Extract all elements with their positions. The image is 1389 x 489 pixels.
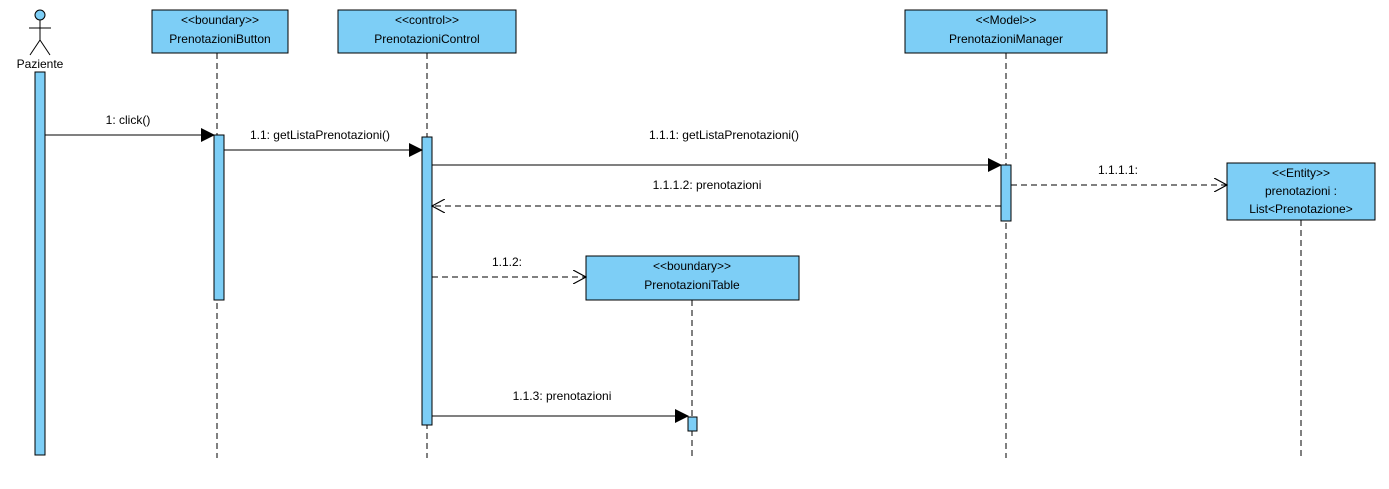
activation-table — [687, 416, 698, 432]
activation-button — [213, 134, 225, 301]
message-1: 1: click() — [45, 113, 215, 142]
participant-manager[interactable]: <<Model>> PrenotazioniManager — [904, 9, 1108, 54]
stick-figure-icon — [29, 9, 51, 56]
message-1-1-1-1: 1.1.1.1: — [1011, 163, 1227, 185]
message-1-1-3: 1.1.3: prenotazioni — [432, 389, 689, 423]
activation-control — [421, 136, 433, 426]
participant-name: PrenotazioniButton — [169, 32, 270, 46]
message-1-1-1-2: 1.1.1.2: prenotazioni — [432, 178, 1001, 206]
participant-name: prenotazioni : — [1265, 184, 1337, 198]
actor-paziente[interactable]: Paziente — [17, 9, 64, 71]
participant-name: PrenotazioniTable — [644, 278, 740, 292]
participant-stereotype: <<Entity>> — [1272, 166, 1330, 180]
participant-table[interactable]: <<boundary>> PrenotazioniTable — [585, 255, 800, 301]
message-1-1-2: 1.1.2: — [432, 255, 586, 277]
message-label: 1.1.3: prenotazioni — [513, 389, 612, 403]
message-label: 1: click() — [106, 113, 151, 127]
participant-stereotype: <<control>> — [395, 13, 459, 27]
participant-stereotype: <<Model>> — [976, 13, 1037, 27]
participant-button[interactable]: <<boundary>> PrenotazioniButton — [151, 9, 289, 54]
participant-name: PrenotazioniControl — [374, 32, 479, 46]
participant-stereotype: <<boundary>> — [653, 259, 731, 273]
participant-type: List<Prenotazione> — [1249, 202, 1352, 216]
participant-stereotype: <<boundary>> — [181, 13, 259, 27]
participant-control[interactable]: <<control>> PrenotazioniControl — [337, 9, 517, 54]
message-label: 1.1.2: — [492, 255, 522, 269]
message-1-1: 1.1: getListaPrenotazioni() — [224, 128, 423, 157]
message-1-1-1: 1.1.1: getListaPrenotazioni() — [432, 128, 1002, 172]
activation-manager — [1000, 164, 1012, 222]
message-label: 1.1.1: getListaPrenotazioni() — [649, 128, 799, 142]
activation-actor — [34, 71, 46, 456]
participant-entity[interactable]: <<Entity>> prenotazioni : List<Prenotazi… — [1226, 162, 1376, 221]
message-label: 1.1: getListaPrenotazioni() — [250, 128, 390, 142]
message-label: 1.1.1.2: prenotazioni — [653, 178, 762, 192]
actor-label: Paziente — [17, 57, 64, 71]
message-label: 1.1.1.1: — [1098, 163, 1138, 177]
participant-name: PrenotazioniManager — [949, 32, 1063, 46]
